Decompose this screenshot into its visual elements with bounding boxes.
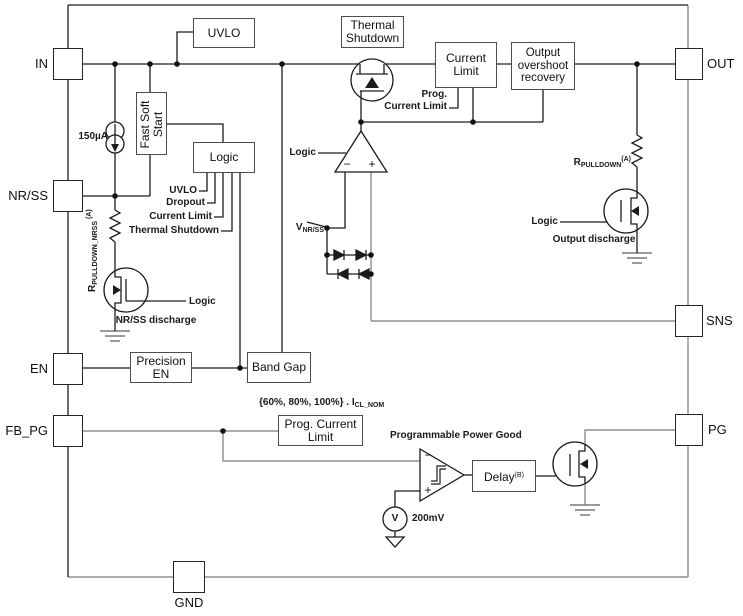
amp-plus-sign: + (368, 157, 376, 171)
pin-label-sns: SNS (706, 313, 733, 328)
current-source-150ua (105, 121, 125, 154)
cl-options-sub: CL_NOM (354, 402, 385, 409)
pin-label-gnd: GND (174, 595, 204, 610)
error-amplifier (333, 129, 389, 173)
v-nrss-base: V (295, 222, 303, 233)
logic-label-output-discharge: Logic (531, 216, 558, 227)
programmable-power-good-label: Programmable Power Good (390, 430, 522, 441)
pin-label-out: OUT (707, 56, 735, 71)
gray-wires (68, 5, 689, 578)
pin-box-in (53, 48, 83, 80)
pin-box-nrss (53, 180, 83, 212)
delay-label: Delay (483, 469, 515, 484)
amp-minus-sign: − (343, 157, 351, 171)
pin-box-fbpg (53, 415, 83, 447)
r-pulldown-nrss-sup: (A) (86, 209, 93, 221)
block-fast-soft-start: Fast Soft Start (136, 92, 167, 155)
nrss-discharge-fet (103, 267, 149, 313)
v-nrss-sub: NR/SS (302, 227, 324, 234)
comparator-plus-sign: + (424, 483, 432, 497)
block-uvlo: UVLO (193, 18, 255, 48)
block-current-limit: Current Limit (435, 42, 497, 88)
pin-box-en (53, 353, 83, 385)
r-pulldown-nrss-label: RPULLDOWN_NRSS (A) (84, 209, 102, 292)
pin-label-in: IN (35, 56, 48, 71)
comparator-minus-sign: − (424, 448, 432, 462)
block-band-gap: Band Gap (247, 352, 311, 383)
r-pulldown-out-label: RPULLDOWN(A) (560, 142, 631, 172)
signal-label-dropout: Dropout (166, 197, 205, 208)
vref-source (382, 506, 408, 548)
prog-current-limit-stub-label: Prog. Current Limit (384, 89, 447, 112)
r-pulldown-out-sup: (A) (621, 156, 631, 163)
junction-dots (112, 61, 640, 434)
block-output-overshoot-recovery: Output overshoot recovery (511, 42, 575, 90)
block-precision-en: Precision EN (130, 352, 192, 383)
r-pulldown-out-sub: PULLDOWN (580, 162, 622, 169)
hysteresis-icon (431, 465, 446, 485)
pg-comparator (419, 447, 466, 503)
pin-box-pg (675, 414, 703, 446)
pin-box-sns (675, 305, 703, 337)
fast-soft-start-label: Fast Soft Start (137, 100, 165, 149)
block-delay: Delay(B) (472, 460, 536, 492)
signal-label-thermal-shutdown: Thermal Shutdown (129, 225, 219, 236)
signal-label-current-limit: Current Limit (149, 211, 212, 222)
current-source-label: 150µA (78, 131, 108, 142)
clamp-diodes (333, 248, 370, 281)
r-pulldown-nrss-base: R (87, 284, 98, 292)
pin-label-nrss: NR/SS (8, 188, 48, 203)
r-pulldown-nrss-sub: PULLDOWN_NRSS (92, 220, 99, 285)
nrss-discharge-label: NR/SS discharge (115, 315, 197, 326)
r-pulldown-out-base: R (573, 157, 581, 168)
signal-ground-icon (384, 536, 406, 548)
logic-label-amp: Logic (289, 147, 316, 158)
pin-box-gnd (173, 561, 205, 593)
delay-note-sup: (B) (514, 471, 525, 479)
output-discharge-label: Output discharge (552, 234, 636, 245)
block-logic: Logic (193, 142, 255, 173)
cl-options-base: {60%, 80%, 100%} . I (259, 397, 355, 408)
ground-symbols (100, 252, 652, 516)
signal-label-uvlo: UVLO (169, 185, 197, 196)
cl-options-label: {60%, 80%, 100%} . ICL_NOM (259, 397, 384, 412)
pin-label-pg: PG (708, 422, 727, 437)
output-discharge-fet (603, 188, 649, 234)
logic-label-nrss: Logic (189, 296, 216, 307)
v-source-symbol-label: V (391, 513, 399, 524)
pin-label-fbpg: FB_PG (5, 423, 48, 438)
block-thermal-shutdown: Thermal Shutdown (341, 16, 404, 48)
pg-fet (552, 441, 598, 487)
vref-value-label: 200mV (412, 513, 445, 524)
pin-box-out (675, 48, 703, 80)
block-prog-current-limit: Prog. Current Limit (278, 415, 363, 446)
pin-label-en: EN (29, 361, 48, 376)
v-nrss-label: VNR/SS (278, 210, 324, 237)
